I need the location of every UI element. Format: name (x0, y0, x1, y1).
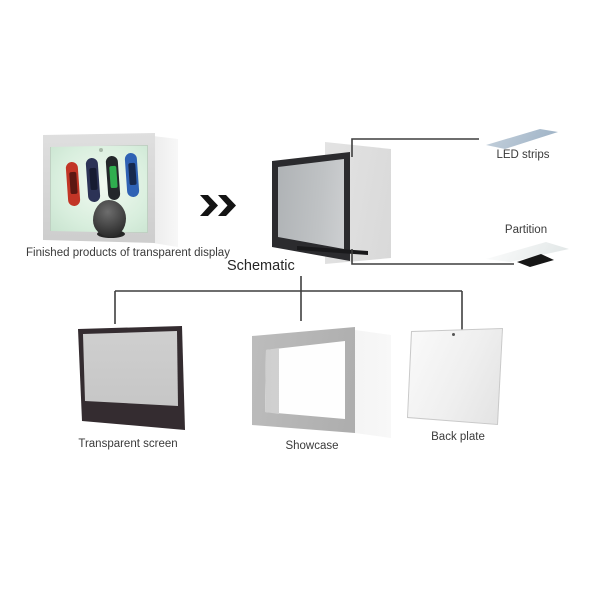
showcase-glass (278, 159, 344, 249)
back-plate-hole (452, 333, 455, 336)
showcase-label: Showcase (285, 440, 339, 452)
transparent-screen-label: Transparent screen (78, 438, 178, 450)
component-showcase (250, 321, 393, 441)
double-chevron-right-icon (200, 195, 236, 216)
exploded-showcase (263, 135, 395, 267)
cabinet-side-face (153, 136, 178, 247)
watch-band (93, 200, 126, 237)
led-strips-label: LED strips (496, 149, 550, 161)
transparent-screen-glass (83, 331, 178, 406)
component-back-plate (404, 324, 506, 430)
component-transparent-screen (75, 322, 189, 434)
finished-product-caption: Finished products of transparent display (26, 247, 230, 259)
cabinet-camera-dot (99, 148, 103, 152)
showcase-side-face (355, 330, 391, 438)
partition-label: Partition (504, 224, 548, 236)
showcase-bottom-bar (297, 246, 368, 255)
back-plate-label: Back plate (431, 431, 485, 443)
back-plate-panel (408, 329, 502, 424)
showcase-inner-wall (265, 348, 279, 414)
schematic-title: Schematic (227, 258, 295, 274)
